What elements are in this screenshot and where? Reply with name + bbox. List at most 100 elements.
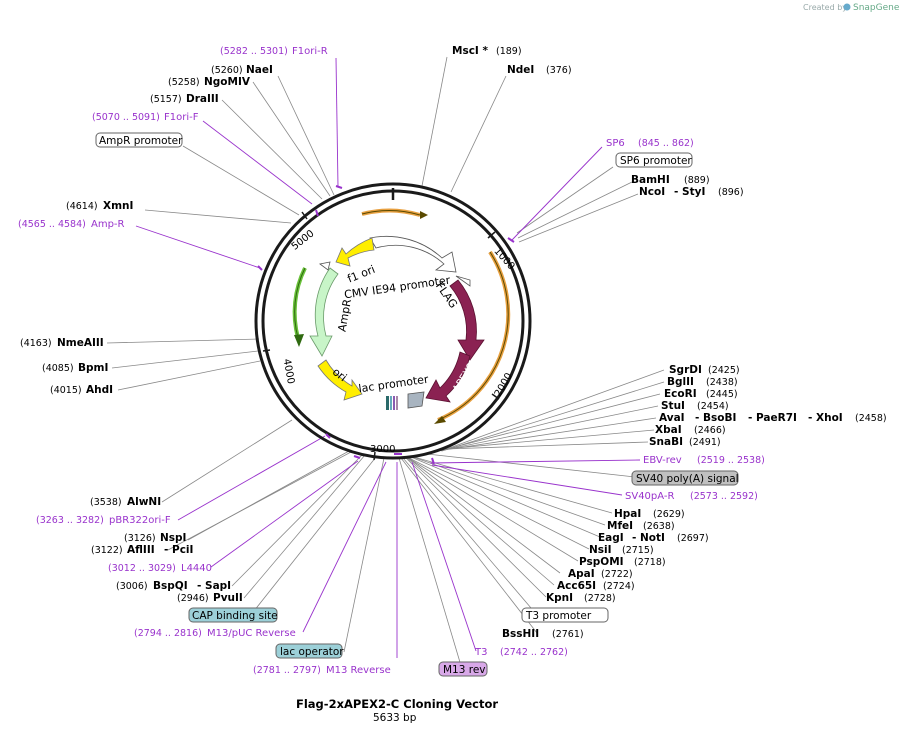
sp6-promoter-label: SP6 promoter	[620, 155, 692, 167]
sv40-polya-feature	[407, 391, 425, 409]
site-eagi-pos: (2697)	[677, 533, 709, 544]
primer-m13rev-pos: (2781 .. 2797)	[253, 665, 321, 676]
site-hpai-name: HpaI	[614, 508, 641, 520]
site-kpni-name: KpnI	[546, 592, 573, 604]
credit-prefix: Created by	[803, 3, 847, 12]
site-avai-xhoi: - XhoI	[808, 412, 843, 424]
apex2-feature-1	[449, 279, 485, 361]
site-snabi-name: SnaBI	[649, 436, 683, 448]
orf-arc-right-arrow	[434, 416, 446, 424]
site-avai-bsobi: - BsoBI	[695, 412, 736, 424]
sv40-polya-box	[631, 470, 739, 486]
site-xmni-pos: (4614)	[66, 201, 98, 212]
map-size: 5633 bp	[373, 712, 417, 724]
ampr-promoter-label: AmpR promoter	[99, 135, 183, 147]
primer-ebvrev-name: EBV-rev	[643, 455, 682, 466]
site-hpai-pos: (2629)	[653, 509, 685, 520]
primer-m13rev-name: M13 Reverse	[326, 665, 391, 676]
tick-5000: 5000	[290, 228, 317, 252]
site-xbai-pos: (2466)	[694, 425, 726, 436]
site-apai-pos: (2722)	[601, 569, 633, 580]
site-bspqi-name: BspQI	[153, 580, 188, 592]
lac-operator-box	[275, 643, 343, 659]
f1-ori-feature	[335, 237, 375, 267]
site-eagi-name: EagI	[598, 532, 624, 544]
primer-m13puc-name: M13/pUC Reverse	[207, 628, 296, 639]
site-stui-name: StuI	[661, 400, 685, 412]
m13-rev-label: M13 rev	[443, 664, 486, 676]
m13-rev-feature	[393, 396, 395, 410]
primer-pbr322-name: pBR322ori-F	[109, 515, 171, 526]
primer-t3-pos: (2742 .. 2762)	[500, 647, 568, 658]
lac-operator-feature	[386, 396, 389, 410]
site-mfei-name: MfeI	[607, 520, 633, 532]
ampr-outer-arrow	[294, 334, 304, 347]
site-stui-pos: (2454)	[697, 401, 729, 412]
site-bglii-name: BglII	[667, 376, 694, 388]
site-ecori-pos: (2445)	[706, 389, 738, 400]
m13-rev-box	[438, 661, 488, 677]
site-bspqi-pos: (3006)	[116, 581, 148, 592]
site-kpni-pos: (2728)	[584, 593, 616, 604]
cap-site-box	[188, 607, 278, 623]
site-nspi-pos: (3126)	[124, 533, 156, 544]
orf-arc-top-inner	[361, 210, 421, 216]
primer-f1orif-pos: (5070 .. 5091)	[92, 112, 160, 123]
t3-promoter-label: T3 promoter	[525, 610, 592, 622]
ampr-promoter-box	[95, 132, 183, 148]
site-bpmi-pos: (4085)	[42, 363, 74, 374]
backbone-outer	[254, 182, 532, 460]
site-msci-pos: (189)	[496, 46, 522, 57]
primer-l4440-pos: (3012 .. 3029)	[108, 563, 176, 574]
site-pvuii-pos: (2946)	[177, 593, 209, 604]
site-ndei-pos: (376)	[546, 65, 572, 76]
primer-sp6-pos: (845 .. 862)	[638, 138, 694, 149]
tick-4000: 4000	[281, 358, 296, 385]
site-avai-paer7i: - PaeR7I	[748, 412, 797, 424]
ori-feature	[317, 359, 363, 401]
site-ngomiv-pos: (5258)	[168, 77, 200, 88]
orf-arc-right-inner	[437, 251, 509, 421]
site-alwni-name: AlwNI	[127, 496, 161, 508]
site-ndei-name: NdeI	[507, 64, 534, 76]
map-title: Flag-2xAPEX2-C Cloning Vector	[296, 697, 498, 711]
site-ncoi-dash: - StyI	[674, 186, 705, 198]
site-avai-name: AvaI	[659, 412, 685, 424]
primer-ampr-pos: (4565 .. 4584)	[18, 219, 86, 230]
site-draiii-name: DraIII	[186, 93, 219, 105]
site-bamhi-pos: (889)	[684, 175, 710, 186]
site-acc65i-pos: (2724)	[603, 581, 635, 592]
t3-promoter-box	[521, 607, 609, 623]
orf-arc-top-arrow	[420, 211, 428, 219]
site-ncoi-name: NcoI	[639, 186, 665, 198]
site-apai-name: ApaI	[568, 568, 595, 580]
credit-brand: SnapGene	[853, 3, 900, 13]
primer-m13puc-pos: (2794 .. 2816)	[134, 628, 202, 639]
cap-site-feature	[390, 396, 392, 410]
site-bsshii-name: BssHII	[502, 628, 539, 640]
site-sgrdi-name: SgrDI	[669, 364, 702, 376]
snapgene-logo-icon	[843, 3, 851, 11]
apex2-feature-2	[425, 351, 471, 403]
site-nmeaiii-pos: (4163)	[20, 338, 52, 349]
site-pspomi-pos: (2718)	[634, 557, 666, 568]
primer-ring-marks	[257, 185, 515, 465]
site-leader-lines	[106, 56, 665, 670]
scale-ticks	[262, 211, 500, 461]
ampr-promoter-feature	[319, 261, 331, 271]
primer-sv40par-pos: (2573 .. 2592)	[690, 491, 758, 502]
site-afliii-dash: - PciI	[164, 544, 193, 556]
site-bsshii-pos: (2761)	[552, 629, 584, 640]
primer-sv40par-name: SV40pA-R	[625, 491, 674, 502]
site-nmeaiii-name: NmeAIII	[57, 337, 104, 349]
site-nspi-name: NspI	[160, 532, 186, 544]
tick-3000: 3000	[370, 444, 395, 455]
primer-f1orir-name: F1ori-R	[292, 46, 328, 57]
site-msci-name: MscI *	[452, 45, 488, 57]
site-bamhi-name: BamHI	[631, 174, 670, 186]
lac-promoter-label: lac promoter	[358, 373, 430, 396]
site-xmni-name: XmnI	[103, 200, 133, 212]
site-naei-pos: (5260)	[211, 65, 243, 76]
site-afliii-pos: (3122)	[91, 545, 123, 556]
